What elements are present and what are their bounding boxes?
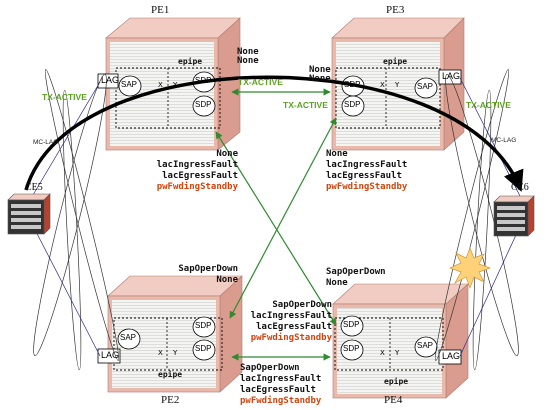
pe3-sap-label: SAP — [417, 82, 434, 91]
pw-link-pe3-pe2 — [229, 117, 337, 319]
pe2-right-lower-2: lacIngressFault — [240, 374, 322, 384]
pe4-x-label: X — [380, 349, 385, 357]
pe4-sdp-label-2: SDP — [343, 344, 360, 353]
pe1-sdp-status-2: None — [237, 56, 259, 67]
pe4-sap-label: SAP — [417, 341, 434, 350]
pe1-x-label: X — [158, 81, 163, 89]
pe2-right-lower-3: lacEgressFault — [240, 385, 316, 395]
tx-active-pe3-label: TX-ACTIVE — [283, 100, 328, 110]
pe1-label: PE1 — [151, 4, 170, 16]
pe4-epipe-label: epipe — [384, 377, 409, 386]
pe3-x-label: X — [380, 81, 385, 89]
pe4-top-status-1: SapOperDown — [326, 267, 386, 277]
pe3-sdp-label-1: SDP — [344, 80, 361, 89]
pe1-sdp-label-1: SDP — [195, 76, 212, 85]
pe2-right-upper-2: lacIngressFault — [250, 311, 332, 321]
ce5-device[interactable] — [7, 193, 51, 235]
pe4-router[interactable] — [332, 283, 469, 399]
pe3-sdp-status-2: None — [309, 74, 331, 85]
pe2-epipe-label: epipe — [158, 370, 183, 379]
active-traffic-path — [24, 75, 524, 192]
pe4-label: PE4 — [384, 394, 403, 406]
pe1-epipe-label: epipe — [178, 57, 203, 66]
pe2-top-status-2: None — [216, 275, 238, 285]
pe1-status-2: lacIngressFault — [156, 160, 238, 170]
pe2-x-label: X — [158, 349, 163, 357]
ce6-device[interactable] — [493, 195, 535, 237]
pe3-lag-label: LAG — [442, 71, 461, 81]
pe1-router[interactable] — [97, 17, 241, 151]
ce5-label: CE5 — [25, 182, 43, 193]
pe2-right-upper-4: pwFwdingStandby — [250, 333, 332, 343]
pe1-sdp-status-1: None — [237, 47, 259, 57]
pe2-right-status-upper: SapOperDown lacIngressFault lacEgressFau… — [238, 300, 332, 344]
pe3-status-3: lacEgressFault — [326, 171, 402, 181]
pe1-status-1: None — [216, 149, 238, 159]
pe2-top-status: SapOperDown None — [170, 264, 238, 286]
pe2-label: PE2 — [161, 394, 180, 406]
ce6-label: CE6 — [511, 182, 529, 193]
pe3-status-block: None lacIngressFault lacEgressFault pwFw… — [326, 149, 407, 193]
pe1-sdp-status: None None — [237, 47, 259, 67]
pe2-sdp-label-2: SDP — [195, 344, 212, 353]
pe2-right-lower-4: pwFwdingStandby — [240, 396, 322, 406]
pe3-router[interactable] — [331, 17, 465, 151]
mc-lag-right-label: MC-LAG — [491, 137, 517, 144]
pe4-sdp-label-1: SDP — [343, 320, 360, 329]
tx-active-pe1-label: TX-ACTIVE — [238, 77, 283, 87]
pe4-lag-label: LAG — [442, 351, 461, 361]
pe3-status-1: None — [326, 149, 348, 159]
pe2-right-upper-1: SapOperDown — [272, 300, 332, 310]
pe2-top-status-1: SapOperDown — [178, 264, 238, 274]
tx-active-left-label: TX-ACTIVE — [42, 92, 87, 102]
pe4-y-label: Y — [395, 349, 400, 357]
pe3-epipe-label: epipe — [383, 57, 408, 66]
mc-lag-right-links — [434, 69, 519, 371]
mc-lag-left-label: MC-LAG — [33, 139, 59, 146]
mc-lag-left-links — [33, 69, 120, 371]
pe4-top-status-2: None — [326, 278, 348, 288]
pe3-label: PE3 — [386, 4, 405, 16]
pe1-status-3: lacEgressFault — [162, 171, 238, 181]
tx-active-right-label: TX-ACTIVE — [466, 100, 511, 110]
pe1-status-block: None lacIngressFault lacEgressFault pwFw… — [152, 149, 238, 193]
pe3-status-2: lacIngressFault — [326, 160, 408, 170]
pe1-y-label: Y — [173, 81, 178, 89]
pe3-sdp-status-1: None — [309, 65, 331, 75]
pe1-lag-label: LAG — [101, 75, 120, 85]
pe2-sap-label: SAP — [120, 333, 137, 342]
pe3-status-4: pwFwdingStandby — [326, 182, 408, 192]
pe2-right-lower-1: SapOperDown — [240, 363, 300, 373]
pe2-right-upper-3: lacEgressFault — [256, 322, 332, 332]
pe2-sdp-label-1: SDP — [195, 321, 212, 330]
pe3-y-label: Y — [395, 81, 400, 89]
pe1-sap-label: SAP — [121, 80, 138, 89]
pe2-router[interactable] — [97, 275, 243, 393]
pe2-right-status-lower: SapOperDown lacIngressFault lacEgressFau… — [240, 363, 321, 407]
pe3-sdp-status: None None — [309, 65, 331, 85]
link-failure-burst-icon — [449, 247, 492, 290]
pe3-sdp-label-2: SDP — [344, 100, 361, 109]
pe1-status-4: pwFwdingStandby — [156, 182, 238, 192]
pe2-y-label: Y — [173, 349, 178, 357]
pe2-lag-label: LAG — [101, 350, 120, 360]
pe1-sdp-label-2: SDP — [195, 100, 212, 109]
pe4-top-status: SapOperDown None — [326, 267, 386, 289]
